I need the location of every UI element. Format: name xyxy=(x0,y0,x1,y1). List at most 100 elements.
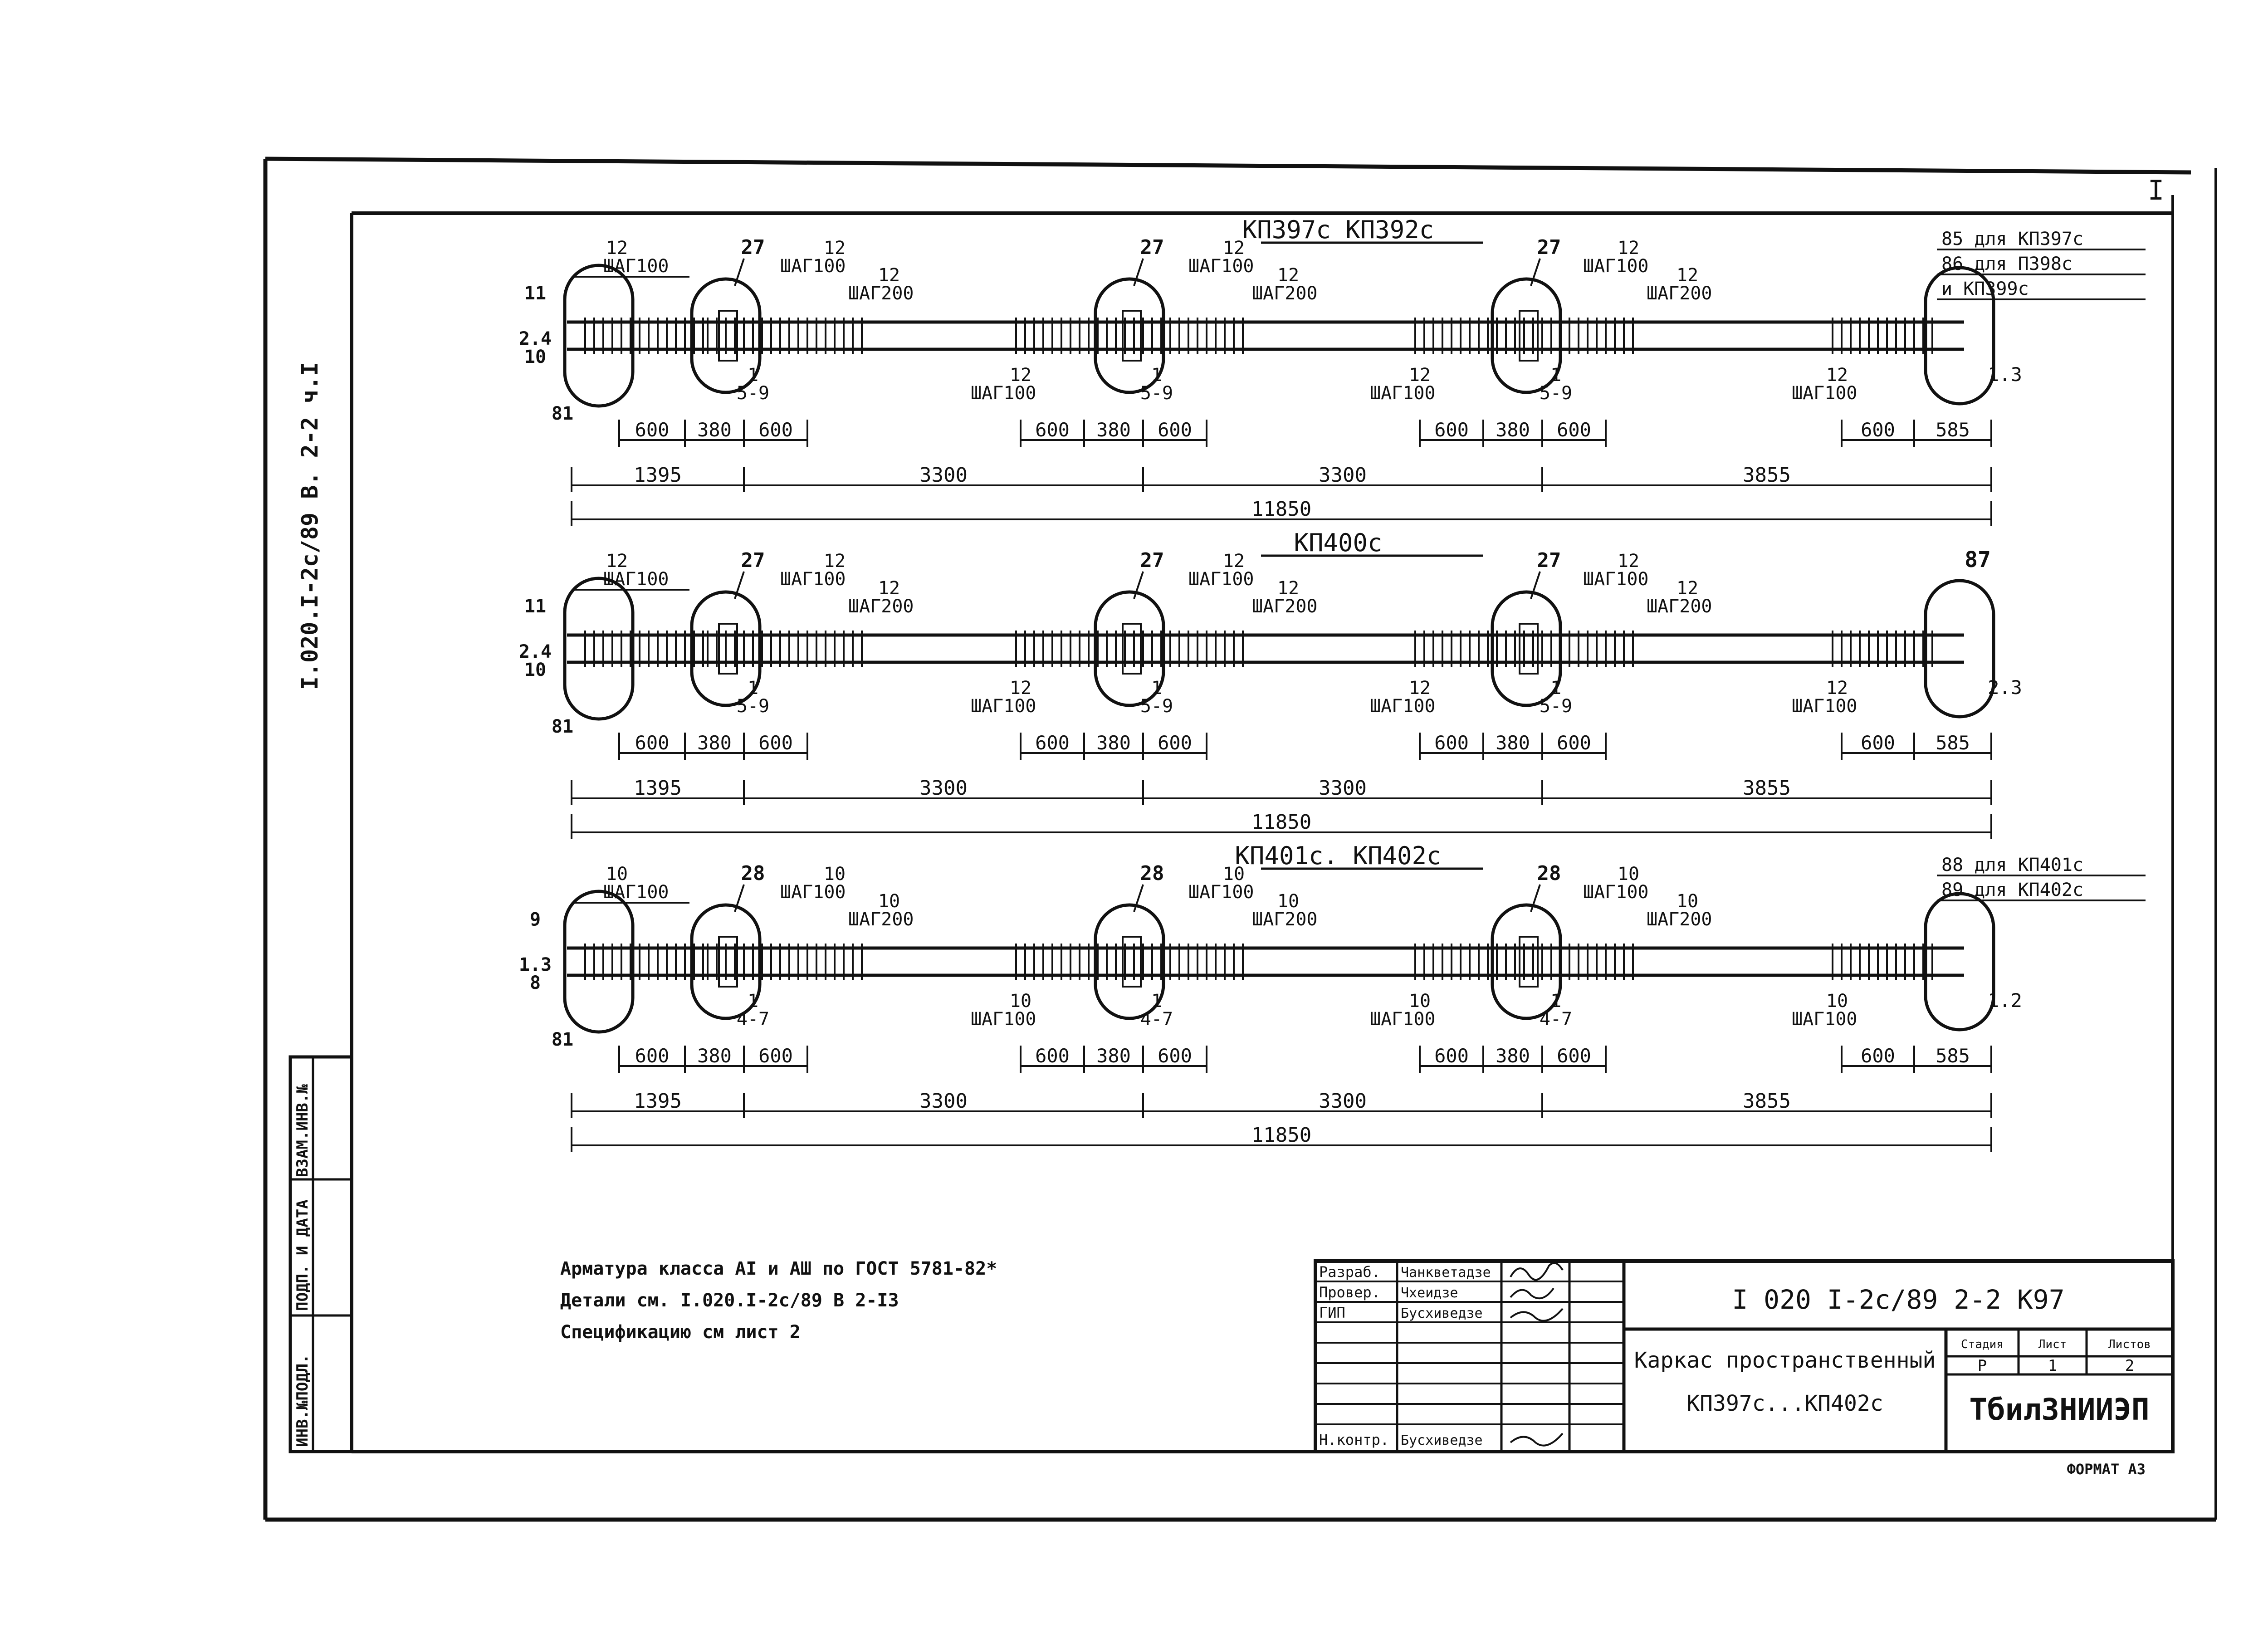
mark-label: 27 xyxy=(741,236,765,259)
step-label: ШАГ200 xyxy=(1647,909,1712,930)
stirrup-zone xyxy=(1414,944,1634,980)
end-note-line: и КП399с xyxy=(1941,279,2029,299)
dimension-value: 600 xyxy=(1035,1045,1070,1067)
left-number: 1.3 xyxy=(519,954,552,975)
step-label: ШАГ100 xyxy=(603,569,669,590)
span-dimension: 3300 xyxy=(919,464,968,487)
section-title: КП401с. КП402с xyxy=(1235,841,1441,870)
end-note-line: 86 для П398с xyxy=(1941,254,2072,274)
outer-frame xyxy=(263,156,2217,1522)
stirrup-zone xyxy=(1832,944,1933,980)
bar-label: 12 xyxy=(1677,578,1698,599)
left-stamp-box: ИНВ.№ПОДЛ. ПОДП. И ДАТА ВЗАМ.ИНВ.№ xyxy=(288,1055,353,1453)
stirrup-zone xyxy=(1015,318,1244,354)
dimension-value: 585 xyxy=(1936,1045,1970,1067)
step-label: ШАГ100 xyxy=(1370,696,1436,717)
left-number: 8 xyxy=(530,973,541,993)
stamp-cell-sign: ПОДП. И ДАТА xyxy=(293,1199,312,1311)
dimension-value: 380 xyxy=(1096,419,1131,441)
bar-label: 12 xyxy=(1277,578,1299,599)
embedded-plate xyxy=(1122,623,1142,675)
step-label: ШАГ100 xyxy=(780,882,846,903)
stirrup-zone xyxy=(707,944,863,980)
step-label: ШАГ200 xyxy=(848,909,914,930)
step-label: ШАГ100 xyxy=(780,569,846,590)
bar-label: 12 xyxy=(1677,265,1698,286)
step-label: ШАГ100 xyxy=(1583,256,1649,277)
dimension-value: 600 xyxy=(635,1045,670,1067)
dimension-value: 600 xyxy=(1861,1045,1895,1067)
signer-name-3: Бусхиведзе xyxy=(1401,1306,1483,1321)
signer-role-4: Н.контр. xyxy=(1319,1431,1389,1448)
bar-label: 12 xyxy=(1010,365,1031,386)
embedded-plate xyxy=(1519,310,1539,362)
right-tag: 1.3 xyxy=(1988,363,2022,386)
signer-name-1: Чанкветадзе xyxy=(1401,1265,1491,1281)
range-label: 4-7 xyxy=(1540,1009,1572,1030)
range-label: 5-9 xyxy=(1540,383,1572,404)
left-number: 2.4 xyxy=(519,641,552,662)
left-number: 2.4 xyxy=(519,328,552,349)
range-label: 5-9 xyxy=(1140,383,1173,404)
end-detail-right xyxy=(1924,579,1995,719)
embedded-plate xyxy=(1519,936,1539,988)
step-label: ШАГ100 xyxy=(1792,383,1857,404)
bar-label: 1 xyxy=(748,991,758,1012)
bar-label: 12 xyxy=(1277,265,1299,286)
doc-code: I 020 I-2с/89 2-2 К97 xyxy=(1732,1284,2064,1315)
end-note-line: 89 для КП402с xyxy=(1941,880,2083,900)
stirrup-zone xyxy=(1015,631,1244,667)
step-label: ШАГ100 xyxy=(603,256,669,277)
detail-capsule xyxy=(690,590,762,707)
bar-label: 10 xyxy=(1826,991,1848,1012)
step-label: ШАГ100 xyxy=(1188,569,1254,590)
left-number: 11 xyxy=(524,596,546,617)
bar-label: 1 xyxy=(1151,365,1162,386)
dimension-value: 600 xyxy=(758,732,793,754)
bar-label: 12 xyxy=(824,551,846,572)
detail-capsule xyxy=(1094,903,1165,1020)
dimension-value: 600 xyxy=(1434,419,1469,441)
dimension-value: 600 xyxy=(1434,732,1469,754)
span-dimension: 3855 xyxy=(1743,777,1791,800)
bar-label: 1 xyxy=(1151,678,1162,699)
end-mark: 87 xyxy=(1965,547,1991,572)
stirrup-zone xyxy=(584,944,704,980)
bar-label: 10 xyxy=(878,891,900,912)
step-label: ШАГ100 xyxy=(1792,1009,1857,1030)
mark-label: 27 xyxy=(741,549,765,572)
span-dimension: 1395 xyxy=(634,464,682,487)
step-label: ШАГ100 xyxy=(971,696,1036,717)
dimension-value: 600 xyxy=(1861,419,1895,441)
drawing-name-line-1: Каркас пространственный xyxy=(1634,1348,1936,1373)
mark-label: 27 xyxy=(1140,549,1164,572)
stage-header-sheets: Листов xyxy=(2108,1338,2151,1351)
bar-label: 12 xyxy=(1826,365,1848,386)
detail-capsule xyxy=(1491,590,1562,707)
mark-label: 27 xyxy=(1537,236,1561,259)
step-label: ШАГ100 xyxy=(1188,882,1254,903)
mark-label: 28 xyxy=(1140,862,1164,885)
detail-capsule xyxy=(1491,903,1562,1020)
embedded-plate xyxy=(1122,936,1142,988)
span-dimension: 3300 xyxy=(1319,464,1367,487)
note-line-2: Детали см. I.020.I-2с/89 В 2-I3 xyxy=(560,1290,899,1311)
stirrup-zone xyxy=(1832,631,1933,667)
note-line-1: Арматура класса AI и АШ по ГОСТ 5781-82* xyxy=(560,1258,997,1279)
left-number: 81 xyxy=(552,1029,573,1050)
bar-label: 10 xyxy=(1677,891,1698,912)
end-note-line: 85 для КП397с xyxy=(1941,229,2083,249)
embedded-plate xyxy=(718,310,738,362)
stirrup-zone xyxy=(707,631,863,667)
step-label: ШАГ100 xyxy=(1583,569,1649,590)
step-label: ШАГ100 xyxy=(1583,882,1649,903)
bar-label: 12 xyxy=(1223,238,1245,259)
bar-label: 10 xyxy=(1223,864,1245,885)
dimension-value: 600 xyxy=(1035,732,1070,754)
bar-label: 12 xyxy=(606,238,628,259)
dimension-value: 380 xyxy=(1496,1045,1530,1067)
notes: Арматура класса AI и АШ по ГОСТ 5781-82*… xyxy=(560,1258,997,1343)
bar-label: 10 xyxy=(606,864,628,885)
